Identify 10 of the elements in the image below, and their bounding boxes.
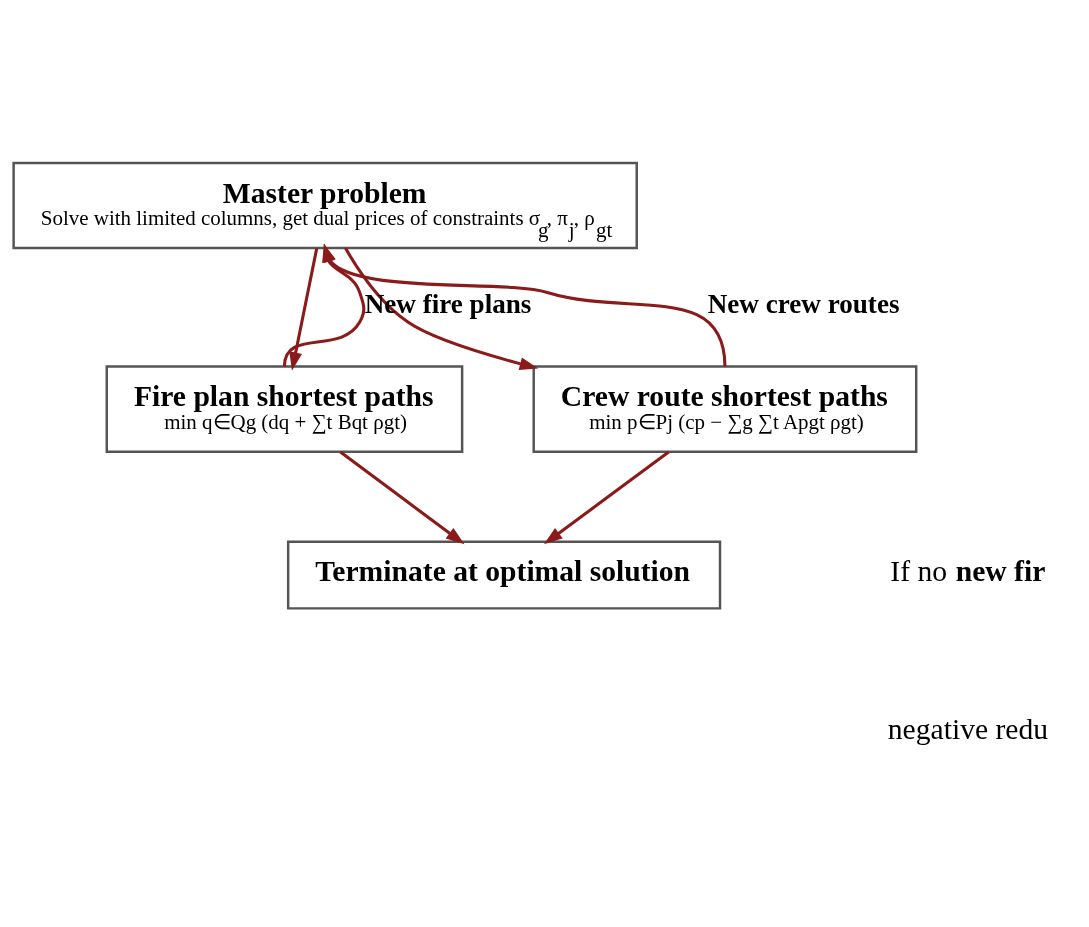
node-box: Crew route shortest paths min p∈Pj (cp − ∑g ∑t Apgt ρgt): [532, 364, 918, 453]
arrow: [339, 450, 465, 544]
node-box: Terminate at optimal solution: [286, 540, 722, 610]
node-box: Fire plan shortest paths min q∈Qg (dq + ∑t Bqt ρgt): [105, 364, 464, 453]
edge-label: New crew routes: [707, 288, 900, 319]
arrow: [344, 246, 539, 370]
arrow: [544, 450, 670, 544]
arrow: [289, 247, 319, 371]
label: negative redu: [887, 712, 1049, 745]
label: If no new fir: [890, 554, 1046, 587]
